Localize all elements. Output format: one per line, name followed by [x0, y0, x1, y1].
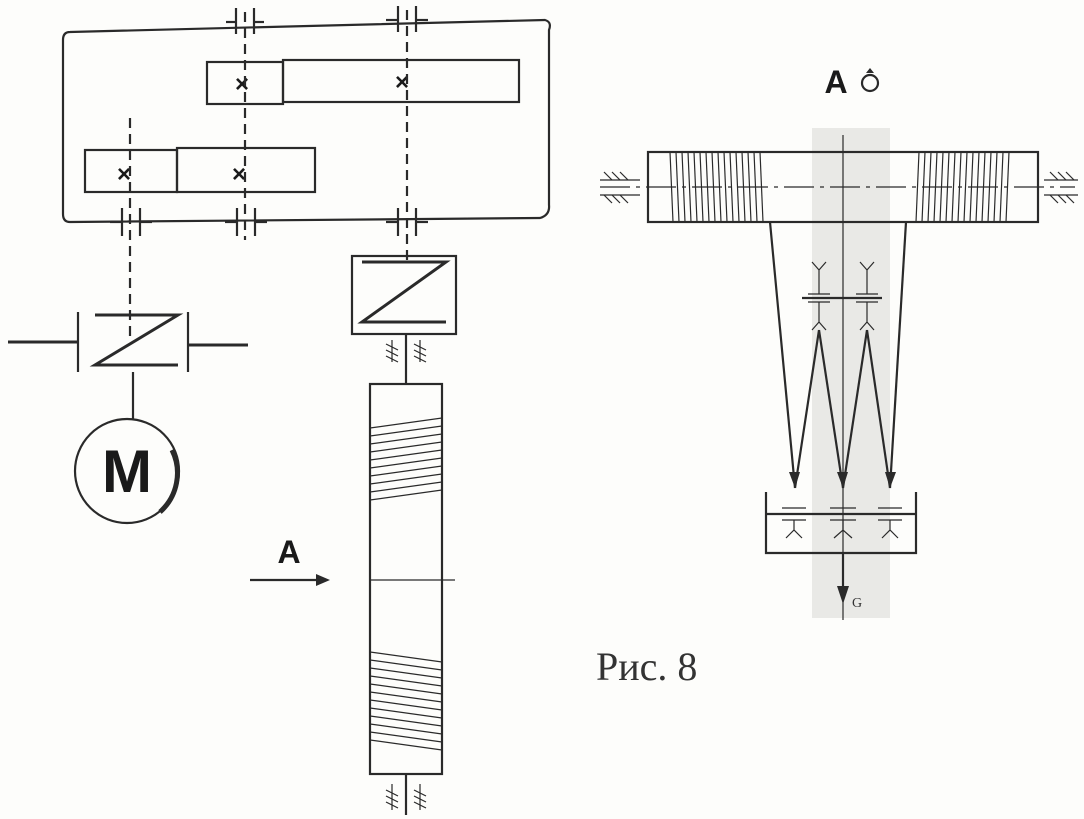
drum-side-hatch: [675, 151, 680, 223]
view-title: A: [824, 64, 847, 100]
drum-side-hatch: [735, 151, 740, 223]
drum-winding: [369, 731, 443, 743]
bearing-drum-top: [385, 340, 427, 363]
bearing-bottom-3: [386, 208, 428, 236]
drum-winding: [369, 707, 443, 719]
input-clutch: [8, 312, 248, 372]
drum-winding: [369, 449, 443, 461]
bearing-bottom-1: [110, 208, 152, 236]
drum-winding: [369, 473, 443, 485]
bearing-top-2: [386, 6, 428, 32]
output-coupling: [350, 254, 458, 336]
drum-winding: [369, 739, 443, 751]
drum-side-hatch: [999, 151, 1004, 223]
drum-winding: [369, 715, 443, 727]
gear-mark: ×: [232, 161, 246, 188]
rope-branches: [768, 221, 908, 489]
drum-winding: [369, 691, 443, 703]
load-arrowhead: [837, 586, 849, 604]
gear-top-right: [281, 58, 521, 104]
view-arrow-label: A: [277, 534, 300, 570]
drum-winding: [369, 659, 443, 671]
drum-winding: [369, 699, 443, 711]
shade-band: [812, 128, 890, 618]
bearing-bottom-2: [225, 208, 267, 236]
drum-side-hatch: [963, 151, 968, 223]
rope-arrowheads: [789, 472, 896, 488]
drum-winding: [369, 651, 443, 663]
figure-caption: Рис. 8: [596, 644, 697, 689]
drum-side-hatch: [951, 151, 956, 223]
drum-side-hatch: [687, 151, 692, 223]
load-label: G: [852, 596, 862, 611]
drum-winding: [369, 723, 443, 735]
gear-mark: ×: [235, 71, 249, 98]
hook-block: [764, 492, 918, 555]
gearbox-scheme: × × × ×: [8, 6, 551, 815]
gear-mark: ×: [395, 69, 409, 96]
view-a-scheme: A: [600, 64, 1078, 620]
drum-winding: [369, 417, 443, 429]
upper-pulley-left: [808, 261, 830, 331]
upper-pulley-right: [856, 261, 878, 331]
drum-winding: [369, 683, 443, 695]
bearing-top-1: [226, 8, 264, 34]
drum-winding: [369, 425, 443, 437]
drum-winding: [369, 489, 443, 501]
support-right: [1044, 171, 1078, 204]
gear-mark: ×: [117, 161, 131, 188]
gearbox-housing: [61, 18, 551, 224]
drum-winding: [369, 465, 443, 477]
drum-winding: [369, 675, 443, 687]
winding-drum: [368, 382, 455, 776]
drum-side-hatch: [915, 151, 920, 223]
drum-winding: [369, 433, 443, 445]
drum-winding: [369, 481, 443, 493]
support-left: [600, 171, 640, 204]
motor: M: [73, 417, 181, 525]
drum-winding: [369, 667, 443, 679]
view-arrow: A: [250, 534, 330, 586]
motor-label: M: [102, 438, 152, 505]
rotation-icon-arrow: [866, 68, 874, 73]
drum-winding: [369, 441, 443, 453]
rotation-icon: [860, 73, 880, 93]
drum-side-hatch: [723, 151, 728, 223]
drum-winding: [369, 457, 443, 469]
bearing-drum-bottom: [385, 784, 427, 810]
